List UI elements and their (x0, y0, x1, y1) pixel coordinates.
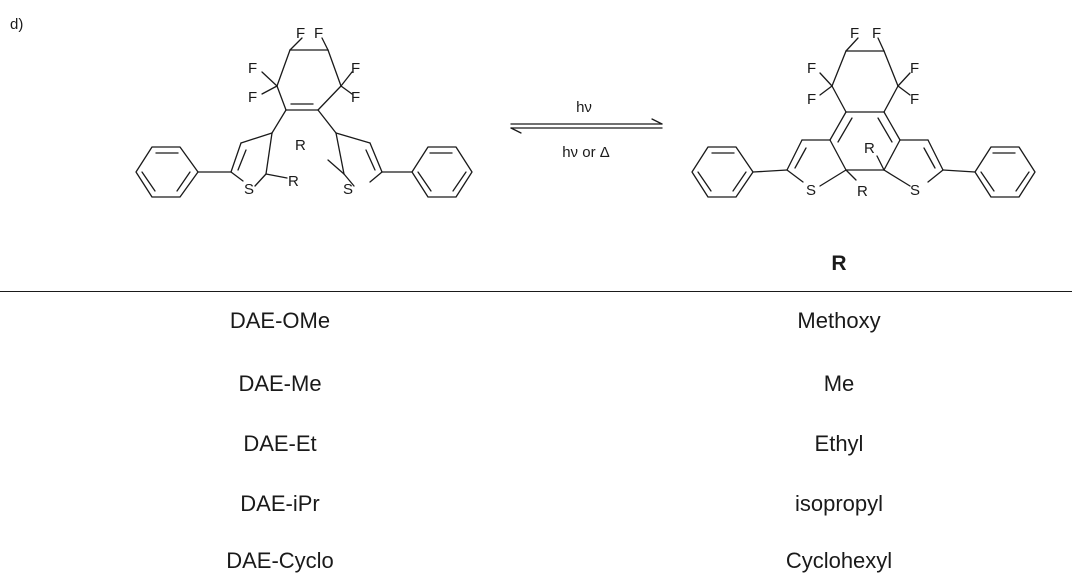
atom-label: R (288, 173, 299, 190)
atom-label: F (910, 60, 919, 77)
table-row: DAE-Me Me (0, 371, 1072, 407)
table-row: DAE-OMe Methoxy (0, 308, 1072, 344)
atom-label: F (296, 25, 305, 42)
atom-label: F (807, 60, 816, 77)
panel-label: d) (10, 16, 23, 33)
atom-label: S (806, 182, 816, 199)
substituent-name: Ethyl (814, 431, 864, 456)
atom-label: R (295, 137, 306, 154)
substituent-name: Methoxy (797, 308, 881, 333)
atom-label: F (910, 91, 919, 108)
atom-label: F (351, 60, 360, 77)
reaction-scheme: d) (10, 16, 1036, 200)
closed-isomer-structure: F F F F F F S S R R (691, 25, 1036, 200)
compound-name: DAE-OMe (229, 308, 331, 333)
table-row: DAE-Et Ethyl (0, 431, 1072, 467)
substituent-name: Cyclohexyl (785, 548, 893, 573)
atom-label: F (807, 91, 816, 108)
atom-label: F (314, 25, 323, 42)
atom-label: F (850, 25, 859, 42)
atom-label: F (351, 89, 360, 106)
compound-name: DAE-Me (238, 371, 322, 396)
compound-name: DAE-Et (243, 431, 317, 456)
reverse-arrow-label: hν or Δ (562, 144, 610, 161)
atom-label: S (910, 182, 920, 199)
substituent-name: Me (823, 371, 855, 396)
open-isomer-structure: F F F F F F S S R R (135, 25, 473, 198)
atom-label: R (864, 140, 875, 157)
atom-label: F (248, 89, 257, 106)
atom-label: S (244, 181, 254, 198)
atom-label: R (857, 183, 868, 200)
forward-arrow-label: hν (576, 99, 592, 116)
atom-label: F (248, 60, 257, 77)
compound-name: DAE-Cyclo (226, 548, 334, 573)
substituent-column-header: R (831, 252, 847, 275)
atom-label: S (343, 181, 353, 198)
table-row: DAE-iPr isopropyl (0, 491, 1072, 527)
substituent-name: isopropyl (794, 491, 884, 516)
equilibrium-arrows: hν hν or Δ (510, 99, 663, 161)
table-divider (0, 291, 1072, 292)
atom-label: F (872, 25, 881, 42)
compound-name: DAE-iPr (240, 491, 320, 516)
table-row: DAE-Cyclo Cyclohexyl (0, 548, 1072, 584)
